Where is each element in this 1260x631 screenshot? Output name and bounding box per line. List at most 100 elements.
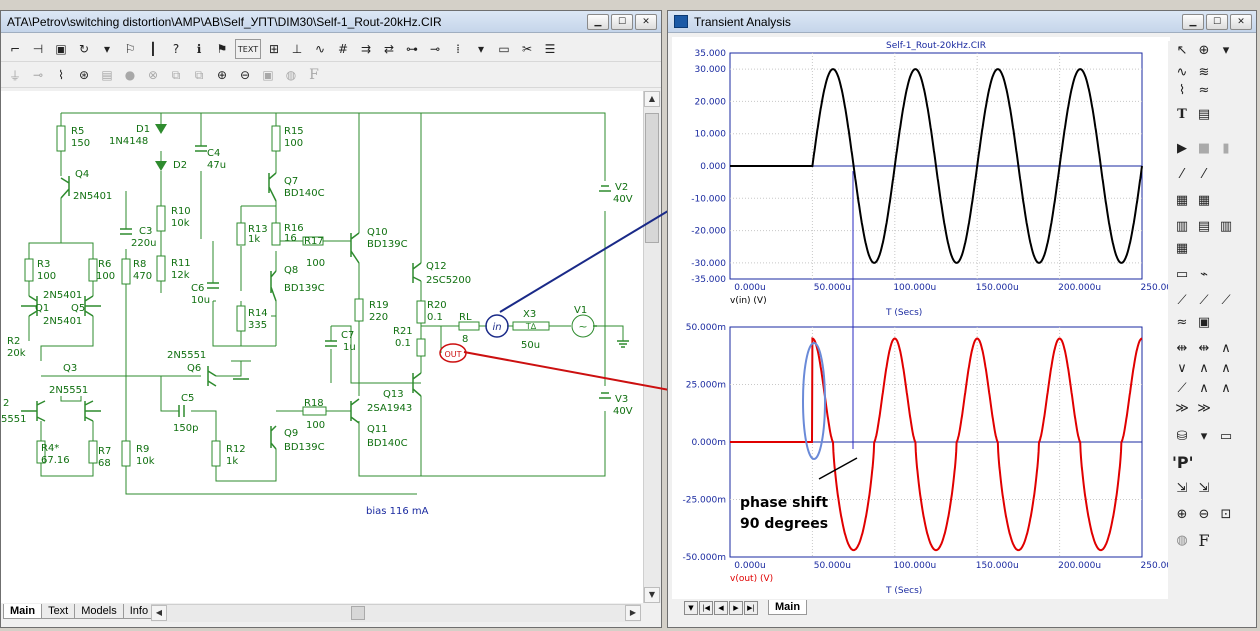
dropdown-icon[interactable]: ▾ [103,42,111,56]
node-icon[interactable]: ┃ [149,42,157,56]
copy-icon[interactable]: ⧉ [171,67,181,82]
curve1-icon[interactable]: ∿ [1176,65,1188,80]
maximize-icon[interactable]: ☐ [611,14,633,30]
link-icon[interactable]: ⊸ [429,42,441,56]
rotate-icon[interactable]: ↻ [78,42,90,56]
nav-last-icon[interactable]: ▶| [744,601,758,615]
tab-main[interactable]: Main [3,604,43,619]
text-icon[interactable]: T [1177,107,1187,122]
font-icon[interactable]: F [1198,531,1210,550]
schematic-canvas[interactable]: ~ T∆ in OUT R5 150 D1 1N4148 D2 C4 47u R… [1,91,643,603]
curve3-icon[interactable]: ⌇ [1178,83,1186,98]
x-marker-icon[interactable]: ⇲ [1176,481,1188,496]
peak2-icon[interactable]: ⇹ [1198,341,1210,356]
page-icon[interactable]: ▤ [101,68,113,82]
curve2-icon[interactable]: ≋ [1198,65,1210,80]
nav-prev-icon[interactable]: ◀ [714,601,728,615]
pin-icon[interactable]: ⊶ [406,42,418,56]
zoom-in-icon[interactable]: ⊕ [1176,507,1188,522]
nav-first-icon[interactable]: |◀ [699,601,713,615]
chart-box-icon[interactable]: ▣ [1197,315,1211,330]
minimize-icon[interactable]: ▁ [1182,14,1204,30]
peak3-icon[interactable]: ∧ [1221,341,1231,356]
ground-icon[interactable]: ⏚ [8,68,21,83]
info-icon[interactable]: ℹ [196,42,202,56]
source-icon[interactable]: ⊸ [32,68,44,82]
zoom-fit-icon[interactable]: ⊡ [1220,507,1232,522]
curve4-icon[interactable]: ≈ [1198,83,1210,98]
text-button[interactable]: TEXT [235,39,261,59]
tab-models[interactable]: Models [74,604,124,619]
zoom-out-icon[interactable]: ⊖ [239,68,251,82]
window-icon[interactable]: ▭ [498,42,510,56]
numbers-icon[interactable]: # [337,42,349,56]
component-icon[interactable]: ⊣ [32,42,44,56]
arrows-icon[interactable]: ⇉ [360,42,372,56]
scroll-down-icon[interactable]: ▼ [644,587,660,603]
zoom-out-icon[interactable]: ⊖ [1198,507,1210,522]
cursor1-icon[interactable]: ⟋ [1177,293,1187,308]
close-icon[interactable]: ✕ [1230,14,1252,30]
dropdown2-icon[interactable]: ▾ [477,42,485,56]
font-icon[interactable]: F [309,67,319,83]
grid1-icon[interactable]: ▦ [1175,193,1189,208]
grid4-icon[interactable]: ▤ [1197,219,1211,234]
transient-titlebar[interactable]: Transient Analysis ▁ ☐ ✕ [668,11,1256,33]
valley3-icon[interactable]: ∧ [1221,361,1231,376]
cancel-icon[interactable]: ⊗ [147,68,159,82]
line-dot-icon[interactable]: ⁄ [1202,167,1206,182]
slope2-icon[interactable]: ∧ [1199,381,1209,396]
p-icon[interactable]: 'P' [1172,453,1194,472]
cursor2-icon[interactable]: ⟋ [1199,293,1209,308]
properties-icon[interactable]: ▤ [1197,107,1211,122]
properties-icon[interactable]: ☰ [544,42,556,56]
panel-icon[interactable]: ▭ [1175,267,1189,282]
zoom-in-icon[interactable]: ⊕ [216,68,228,82]
tab-info[interactable]: Info [122,604,156,619]
slope5-icon[interactable]: ≫ [1197,401,1211,416]
maximize-icon[interactable]: ☐ [1206,14,1228,30]
schematic-titlebar[interactable]: ATA\Petrov\switching distortion\AMP\AB\S… [1,11,661,33]
probe-icon[interactable]: ⊥ [291,42,303,56]
valley1-icon[interactable]: ∨ [1177,361,1187,376]
plot-icon[interactable]: ⌁ [1200,267,1208,282]
pointer-icon[interactable]: ↖ [1176,43,1188,58]
wire-icon[interactable]: ⌐ [9,42,21,56]
nav-next-icon[interactable]: ▶ [729,601,743,615]
cursor3-icon[interactable]: ⟋ [1221,293,1231,308]
minimize-icon[interactable]: ▁ [587,14,609,30]
tag-panel-icon[interactable]: ▭ [1219,429,1233,444]
scope-icon[interactable]: ⌇ [58,68,64,82]
pause-icon[interactable]: ▮ [1222,141,1230,156]
peak1-icon[interactable]: ⇹ [1176,341,1188,356]
bookmark-icon[interactable]: ⚑ [216,42,228,56]
cut-icon[interactable]: ✂ [521,42,533,56]
paste-icon[interactable]: ⧉ [194,67,204,82]
line-icon[interactable]: ⁄ [1180,167,1184,182]
tab-text[interactable]: Text [41,604,76,619]
slope3-icon[interactable]: ∧ [1221,381,1231,396]
stop-icon[interactable]: ■ [1197,141,1211,156]
scroll-left-icon[interactable]: ◀ [151,605,167,621]
slope1-icon[interactable]: ⟋ [1177,381,1187,396]
flow-icon[interactable]: ⇄ [383,42,395,56]
grid-text-icon[interactable]: ⊞ [268,42,280,56]
flag-icon[interactable]: ⚐ [124,42,136,56]
dropdown-icon[interactable]: ▾ [1222,43,1230,58]
slope4-icon[interactable]: ≫ [1175,401,1189,416]
grid6-icon[interactable]: ▦ [1175,241,1189,256]
run-icon[interactable]: ▶ [1177,141,1187,156]
help-icon[interactable]: ? [172,42,180,56]
wave1-icon[interactable]: ≈ [1176,315,1188,330]
tag-icon[interactable]: ⛁ [1176,429,1188,444]
camera-icon[interactable]: ▣ [262,68,274,82]
vip-icon[interactable]: ∿ [314,42,326,56]
globe-icon[interactable]: ◍ [285,68,297,82]
tab-main[interactable]: Main [768,600,808,615]
valley2-icon[interactable]: ∧ [1199,361,1209,376]
globe-icon[interactable]: ◍ [1176,533,1188,548]
stop-icon[interactable]: ● [124,68,136,82]
select-icon[interactable]: ▣ [55,42,67,56]
hscroll-thumb[interactable] [351,606,365,620]
